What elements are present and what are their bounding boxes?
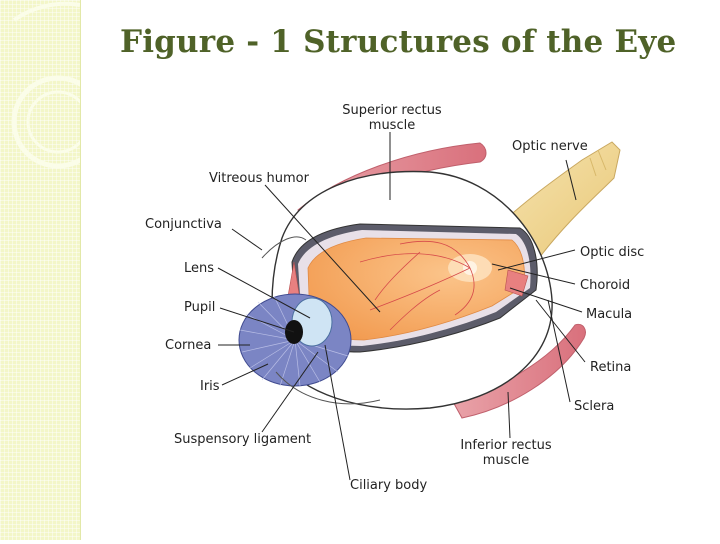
label-suspensory-ligament: Suspensory ligament: [174, 432, 311, 447]
slide-title: Figure - 1 Structures of the Eye: [120, 24, 677, 60]
label-macula: Macula: [586, 307, 632, 322]
label-inferior-rectus: Inferior rectus: [460, 438, 552, 453]
label-inferior-rectus-2: muscle: [483, 453, 529, 468]
label-optic-nerve: Optic nerve: [512, 139, 588, 154]
label-choroid: Choroid: [580, 278, 630, 293]
label-sclera: Sclera: [574, 399, 614, 414]
label-vitreous-humor: Vitreous humor: [209, 171, 310, 186]
label-ciliary-body: Ciliary body: [350, 478, 428, 493]
sidebar-decoration: [0, 0, 105, 540]
label-iris: Iris: [200, 379, 220, 394]
label-superior-rectus-2: muscle: [369, 118, 415, 133]
blood-vessels: [359, 240, 475, 331]
label-lens: Lens: [184, 261, 214, 276]
label-pupil: Pupil: [184, 300, 215, 315]
label-cornea: Cornea: [165, 338, 211, 353]
label-conjunctiva: Conjunctiva: [145, 217, 222, 232]
label-retina: Retina: [590, 360, 631, 375]
label-superior-rectus: Superior rectus: [342, 103, 442, 118]
label-optic-disc: Optic disc: [580, 245, 644, 260]
leader-lines: [217, 132, 586, 481]
